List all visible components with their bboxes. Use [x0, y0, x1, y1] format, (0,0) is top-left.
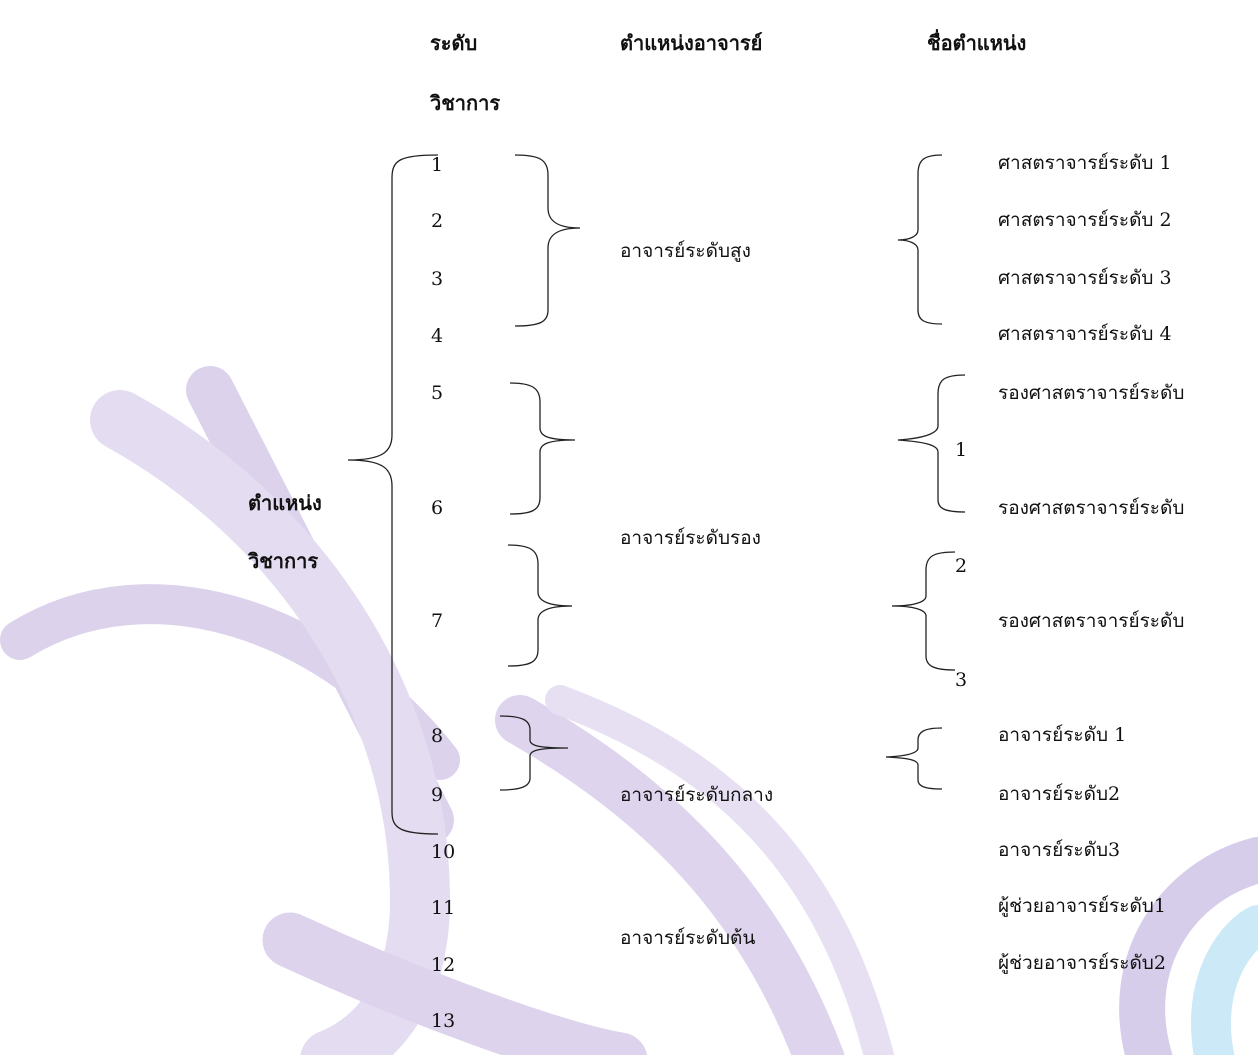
position-name: ศาสตราจารย์ระดับ 3 — [998, 267, 1172, 289]
left-label-line2: วิชาการ — [248, 549, 319, 573]
position-name: ศาสตราจารย์ระดับ 1 — [998, 152, 1172, 174]
bracket-names-assoc-1 — [897, 374, 966, 513]
level-number: 3 — [431, 268, 444, 290]
position-name: รองศาสตราจารย์ระดับ — [998, 610, 1185, 632]
bracket-assoc-upper — [509, 382, 576, 515]
header-level-line2: วิชาการ — [430, 91, 501, 115]
main-bracket — [347, 154, 439, 835]
level-number: 13 — [431, 1010, 456, 1032]
level-number: 11 — [431, 897, 456, 919]
group-entry: อาจารย์ระดับต้น — [620, 927, 756, 949]
level-number: 10 — [431, 841, 456, 863]
level-number: 8 — [431, 725, 444, 747]
level-number: 6 — [431, 497, 444, 519]
position-name-number: 3 — [955, 669, 968, 691]
header-position-name: ชื่อตำแหน่ง — [927, 31, 1027, 55]
position-name-number: 2 — [955, 555, 968, 577]
position-name: รองศาสตราจารย์ระดับ — [998, 382, 1185, 404]
position-name: อาจารย์ระดับ3 — [998, 839, 1121, 861]
position-name: อาจารย์ระดับ 1 — [998, 724, 1127, 746]
bracket-names-middle — [885, 727, 943, 790]
position-name: ผู้ช่วยอาจารย์ระดับ2 — [998, 952, 1166, 974]
group-middle: อาจารย์ระดับกลาง — [620, 784, 774, 806]
level-number: 7 — [431, 610, 444, 632]
level-number: 12 — [431, 954, 456, 976]
level-number: 2 — [431, 210, 444, 232]
position-name: ผู้ช่วยอาจารย์ระดับ1 — [998, 895, 1166, 917]
bracket-names-high — [897, 154, 943, 325]
group-high: อาจารย์ระดับสูง — [620, 240, 751, 262]
bracket-names-assoc-2 — [891, 551, 956, 671]
position-name: รองศาสตราจารย์ระดับ — [998, 497, 1185, 519]
position-name: ศาสตราจารย์ระดับ 2 — [998, 209, 1172, 231]
group-associate: อาจารย์ระดับรอง — [620, 527, 761, 549]
level-number: 4 — [431, 325, 444, 347]
position-name: ศาสตราจารย์ระดับ 4 — [998, 323, 1172, 345]
bracket-middle — [499, 715, 569, 791]
position-name: อาจารย์ระดับ2 — [998, 783, 1121, 805]
position-name-number: 1 — [955, 439, 968, 461]
header-level: ระดับ — [430, 31, 478, 55]
bracket-high — [514, 154, 581, 327]
level-number: 1 — [431, 154, 444, 176]
level-number: 9 — [431, 784, 444, 806]
left-label: ตำแหน่ง — [248, 491, 322, 515]
level-number: 5 — [431, 382, 444, 404]
bracket-assoc-lower — [507, 544, 573, 667]
header-teacher-position: ตำแหน่งอาจารย์ — [620, 31, 763, 55]
